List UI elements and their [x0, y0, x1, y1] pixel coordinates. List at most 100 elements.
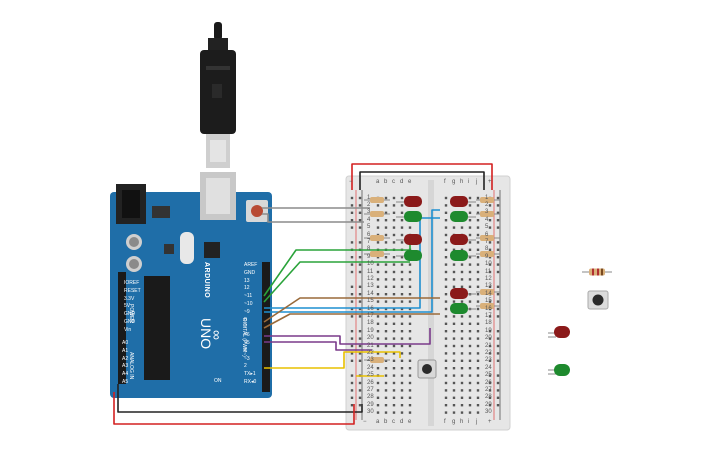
breadboard-row-label: 10 — [485, 261, 492, 268]
breadboard-row-label: 18 — [367, 320, 374, 327]
breadboard-column-label: a — [376, 419, 380, 425]
breadboard-column-label: j — [476, 419, 478, 425]
breadboard-row-label: 28 — [485, 394, 492, 401]
digital-pin-label: TX▸1 — [244, 371, 256, 378]
on-label: ON — [214, 378, 222, 384]
analog-pin-label: A4 — [122, 371, 129, 378]
arduino-uno-board[interactable]: ∞ — [110, 172, 272, 398]
digital-pin-label: 2 — [244, 363, 247, 370]
breadboard-column-label: g — [452, 179, 456, 185]
breadboard-row-label: 27 — [367, 386, 374, 393]
breadboard-row-label: 7 — [485, 238, 489, 245]
breadboard-column-label: c — [392, 179, 395, 185]
breadboard-column-label: h — [460, 419, 464, 425]
breadboard-row-label: 1 — [367, 194, 371, 201]
breadboard-row-label: 16 — [485, 305, 492, 312]
breadboard-row-label: 22 — [367, 349, 374, 356]
wire-purple-1 — [264, 328, 431, 345]
breadboard-row-label: 8 — [485, 246, 489, 253]
resistor-r6 — [476, 211, 500, 217]
breadboard-row-label: 6 — [367, 231, 371, 238]
analog-pin-label: A5 — [122, 379, 129, 385]
digital-pin-label: ~10 — [244, 301, 253, 307]
breadboard-row-label: 17 — [485, 312, 492, 319]
breadboard-column-label: i — [468, 419, 470, 425]
digital-pin-label: GND — [244, 269, 256, 276]
breadboard-column-label: h — [460, 179, 464, 185]
rail-plus-label: + — [488, 179, 492, 185]
breadboard-column-label: g — [452, 419, 456, 425]
resistor-r1 — [364, 197, 390, 203]
pushbutton-icon[interactable] — [587, 290, 609, 310]
breadboard-row-label: 7 — [367, 238, 371, 245]
power-pin-label: GND — [124, 311, 136, 318]
board-brand: ARDUINO — [203, 262, 210, 299]
resistor-r11 — [364, 357, 390, 363]
resistor-r7 — [476, 235, 500, 241]
breadboard-resistors[interactable] — [364, 197, 500, 363]
led-red-3 — [450, 196, 476, 207]
breadboard-row-label: 14 — [485, 290, 492, 297]
breadboard-row-label: 5 — [367, 224, 371, 231]
usb-cable[interactable] — [200, 22, 236, 168]
led-green-1 — [396, 211, 422, 222]
breadboard-row-label: 24 — [367, 364, 374, 371]
breadboard-row-label: 23 — [485, 357, 492, 364]
wire-yellow — [264, 351, 401, 369]
digital-pin-label: AREF — [244, 262, 258, 268]
breadboard-row-label: 9 — [485, 253, 489, 260]
led-green-4 — [450, 250, 476, 261]
breadboard-row-label: 2 — [485, 201, 489, 208]
led-red-2 — [396, 234, 422, 245]
breadboard-row-label: 11 — [485, 268, 492, 275]
breadboard-row-label: 6 — [485, 231, 489, 238]
wire-brown-1 — [263, 297, 440, 323]
digital-pin-label: ~9 — [244, 308, 250, 315]
breadboard-column-label: a — [376, 179, 380, 185]
breadboard-row-label: 23 — [367, 357, 374, 364]
breadboard-row-label: 21 — [485, 342, 492, 349]
breadboard-pushbutton[interactable] — [417, 359, 437, 379]
red-led-icon[interactable] — [548, 326, 570, 338]
breadboard-row-label: 4 — [367, 216, 371, 223]
analog-header-label: ANALOG IN — [128, 352, 134, 380]
breadboard-column-label: e — [408, 179, 412, 185]
breadboard-column-label: f — [444, 419, 446, 425]
breadboard-row-label: 22 — [485, 349, 492, 356]
breadboard-row-label: 16 — [367, 305, 374, 312]
breadboard-row-label: 12 — [367, 275, 374, 282]
breadboard-row-label: 20 — [485, 335, 492, 342]
breadboard-holes — [350, 196, 500, 414]
resistor-icon[interactable] — [582, 268, 612, 276]
power-pin-label: IOREF — [124, 280, 140, 286]
digital-pin-label: RX◂0 — [244, 379, 257, 385]
resistor-r8 — [476, 251, 500, 257]
led-green-2 — [396, 250, 422, 261]
breadboard-row-label: 29 — [367, 401, 374, 408]
power-pin-label: RESET — [124, 287, 141, 294]
digital-pin-label: 4 — [244, 347, 247, 354]
digital-pin-label: ~3 — [244, 355, 250, 362]
breadboard-row-label: 17 — [367, 312, 374, 319]
wires[interactable] — [113, 163, 493, 425]
breadboard-row-label: 30 — [367, 409, 374, 416]
wire-blue-1 — [264, 217, 440, 309]
digital-pin-label: ~11 — [244, 293, 253, 300]
resistor-r5 — [476, 197, 500, 203]
led-green-5 — [450, 303, 476, 314]
led-green-3 — [450, 211, 476, 222]
breadboard-row-label: 24 — [485, 364, 492, 371]
digital-pin-label: 7 — [244, 324, 247, 331]
breadboard-row-label: 19 — [367, 327, 374, 334]
power-pin-label: 3.3V — [124, 295, 135, 302]
breadboard-row-label: 30 — [485, 409, 492, 416]
digital-pin-label: 12 — [244, 285, 250, 292]
digital-pin-label: 13 — [244, 277, 250, 284]
led-red-1 — [396, 196, 422, 207]
wire-purple-2 — [264, 341, 372, 351]
breadboard-row-label: 20 — [367, 335, 374, 342]
green-led-icon[interactable] — [548, 364, 570, 376]
breadboard-leds[interactable] — [396, 196, 476, 314]
breadboard-row-label: 14 — [367, 290, 374, 297]
